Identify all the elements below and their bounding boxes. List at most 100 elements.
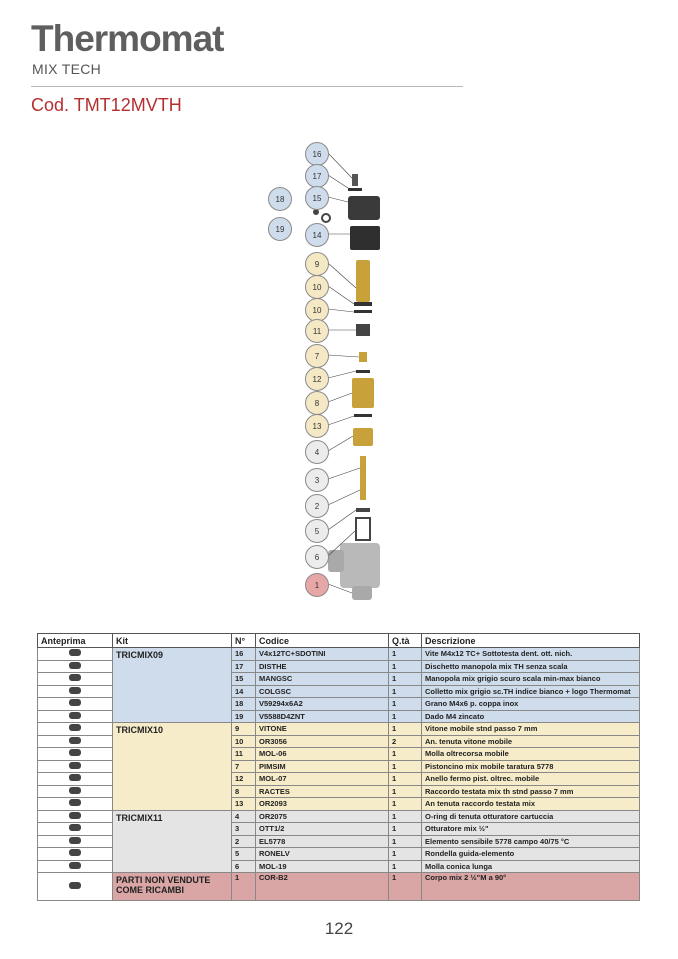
spare-parts-table: Anteprima Kit N° Codice Q.tà Descrizione… <box>37 633 640 901</box>
part-description: Anello fermo pist. oltrec. mobile <box>421 772 640 786</box>
header-divider <box>31 86 463 87</box>
part-thumbnail <box>37 797 113 811</box>
part-code: V4x12TC+SDOTINI <box>255 647 389 661</box>
part-code: OR2093 <box>255 797 389 811</box>
kit-name: TRICMIX09 <box>112 647 232 723</box>
part-code: MOL-07 <box>255 772 389 786</box>
callout-12: 12 <box>305 367 329 391</box>
callout-10a: 10 <box>305 275 329 299</box>
part-description: An tenuta raccordo testata mix <box>421 797 640 811</box>
part-description: Pistoncino mix mobile taratura 5778 <box>421 759 640 773</box>
part-description: Vitone mobile stnd passo 7 mm <box>421 722 640 736</box>
col-number: N° <box>231 633 256 648</box>
callout-10b: 10 <box>305 298 329 322</box>
table-row: 5 RONELV 1 Rondella guida-elemento <box>37 847 640 861</box>
part-number: 9 <box>231 722 256 736</box>
part-code: RACTES <box>255 784 389 798</box>
part-qty: 1 <box>388 784 422 798</box>
part-thumbnail <box>37 647 113 661</box>
part-thumbnail <box>37 709 113 723</box>
part-number: 16 <box>231 647 256 661</box>
table-row: 15 MANGSC 1 Manopola mix grigio scuro sc… <box>37 672 640 686</box>
callout-7: 7 <box>305 344 329 368</box>
brand-logo: Thermomat <box>31 18 224 59</box>
part-qty: 1 <box>388 722 422 736</box>
part-thumbnail <box>37 672 113 686</box>
part-description: O-ring di tenuta otturatore cartuccia <box>421 809 640 823</box>
exploded-diagram: 16 17 18 15 19 14 9 10 10 11 7 12 8 13 4… <box>260 138 420 608</box>
part-qty: 1 <box>388 834 422 848</box>
page-number: 122 <box>324 919 354 938</box>
part-thumbnail <box>37 772 113 786</box>
part-qty: 1 <box>388 697 422 711</box>
kit-name: PARTI NON VENDUTE COME RICAMBI <box>112 872 232 901</box>
part-thumbnail <box>37 822 113 836</box>
table-row: PARTI NON VENDUTE COME RICAMBI 1 COR-B2 … <box>37 872 640 901</box>
part-number: 8 <box>231 784 256 798</box>
table-row: 8 RACTES 1 Raccordo testata mix th stnd … <box>37 784 640 798</box>
part-description: Grano M4x6 p. coppa inox <box>421 697 640 711</box>
part-thumbnail <box>37 847 113 861</box>
callout-4: 4 <box>305 440 329 464</box>
callout-16: 16 <box>305 142 329 166</box>
part-code: V5588D4ZNT <box>255 709 389 723</box>
part-code: MANGSC <box>255 672 389 686</box>
part-number: 10 <box>231 734 256 748</box>
col-code: Codice <box>255 633 389 648</box>
col-kit: Kit <box>112 633 232 648</box>
part-number: 7 <box>231 759 256 773</box>
part-code: PIMSIM <box>255 759 389 773</box>
part-thumbnail <box>37 722 113 736</box>
part-thumbnail <box>37 759 113 773</box>
table-row: TRICMIX11 4 OR2075 1 O-ring di tenuta ot… <box>37 809 640 873</box>
part-code: COLGSC <box>255 684 389 698</box>
part-qty: 1 <box>388 772 422 786</box>
part-code: EL5778 <box>255 834 389 848</box>
table-row: 17 DISTHE 1 Dischetto manopola mix TH se… <box>37 659 640 673</box>
part-thumbnail <box>37 859 113 873</box>
part-qty: 1 <box>388 859 422 873</box>
part-thumbnail <box>37 684 113 698</box>
table-row: 13 OR2093 1 An tenuta raccordo testata m… <box>37 797 640 811</box>
part-code: V59294x6A2 <box>255 697 389 711</box>
part-number: 1 <box>231 872 256 901</box>
exploded-parts-illustration <box>313 152 380 600</box>
callout-13: 13 <box>305 414 329 438</box>
part-description: Rondella guida-elemento <box>421 847 640 861</box>
table-row: TRICMIX09 16 V4x12TC+SDOTINI 1 Vite M4x1… <box>37 647 640 723</box>
part-number: 13 <box>231 797 256 811</box>
callout-18: 18 <box>268 187 292 211</box>
part-description: Corpo mix 2 ½"M a 90° <box>421 872 640 901</box>
part-code: RONELV <box>255 847 389 861</box>
part-qty: 1 <box>388 659 422 673</box>
part-number: 3 <box>231 822 256 836</box>
part-qty: 1 <box>388 684 422 698</box>
callout-2: 2 <box>305 494 329 518</box>
kit-name: TRICMIX10 <box>112 722 232 811</box>
part-number: 6 <box>231 859 256 873</box>
part-description: Dischetto manopola mix TH senza scala <box>421 659 640 673</box>
part-number: 2 <box>231 834 256 848</box>
part-description: Manopola mix grigio scuro scala min-max … <box>421 672 640 686</box>
part-description: Vite M4x12 TC+ Sottotesta dent. ott. nic… <box>421 647 640 661</box>
part-number: 19 <box>231 709 256 723</box>
callout-17: 17 <box>305 164 329 188</box>
table-row: 14 COLGSC 1 Colletto mix grigio sc.TH in… <box>37 684 640 698</box>
table-row: TRICMIX10 9 VITONE 1 Vitone mobile stnd … <box>37 722 640 811</box>
part-qty: 2 <box>388 734 422 748</box>
table-row: 19 V5588D4ZNT 1 Dado M4 zincato <box>37 709 640 723</box>
part-description: Dado M4 zincato <box>421 709 640 723</box>
col-qty: Q.tà <box>388 633 422 648</box>
part-thumbnail <box>37 697 113 711</box>
part-qty: 1 <box>388 809 422 823</box>
part-number: 5 <box>231 847 256 861</box>
callout-11: 11 <box>305 319 329 343</box>
part-thumbnail <box>37 834 113 848</box>
callout-9: 9 <box>305 252 329 276</box>
part-code: COR-B2 <box>255 872 389 901</box>
part-qty: 1 <box>388 847 422 861</box>
part-description: Molla oltrecorsa mobile <box>421 747 640 761</box>
kit-name: TRICMIX11 <box>112 809 232 873</box>
part-number: 11 <box>231 747 256 761</box>
part-code: MOL-19 <box>255 859 389 873</box>
